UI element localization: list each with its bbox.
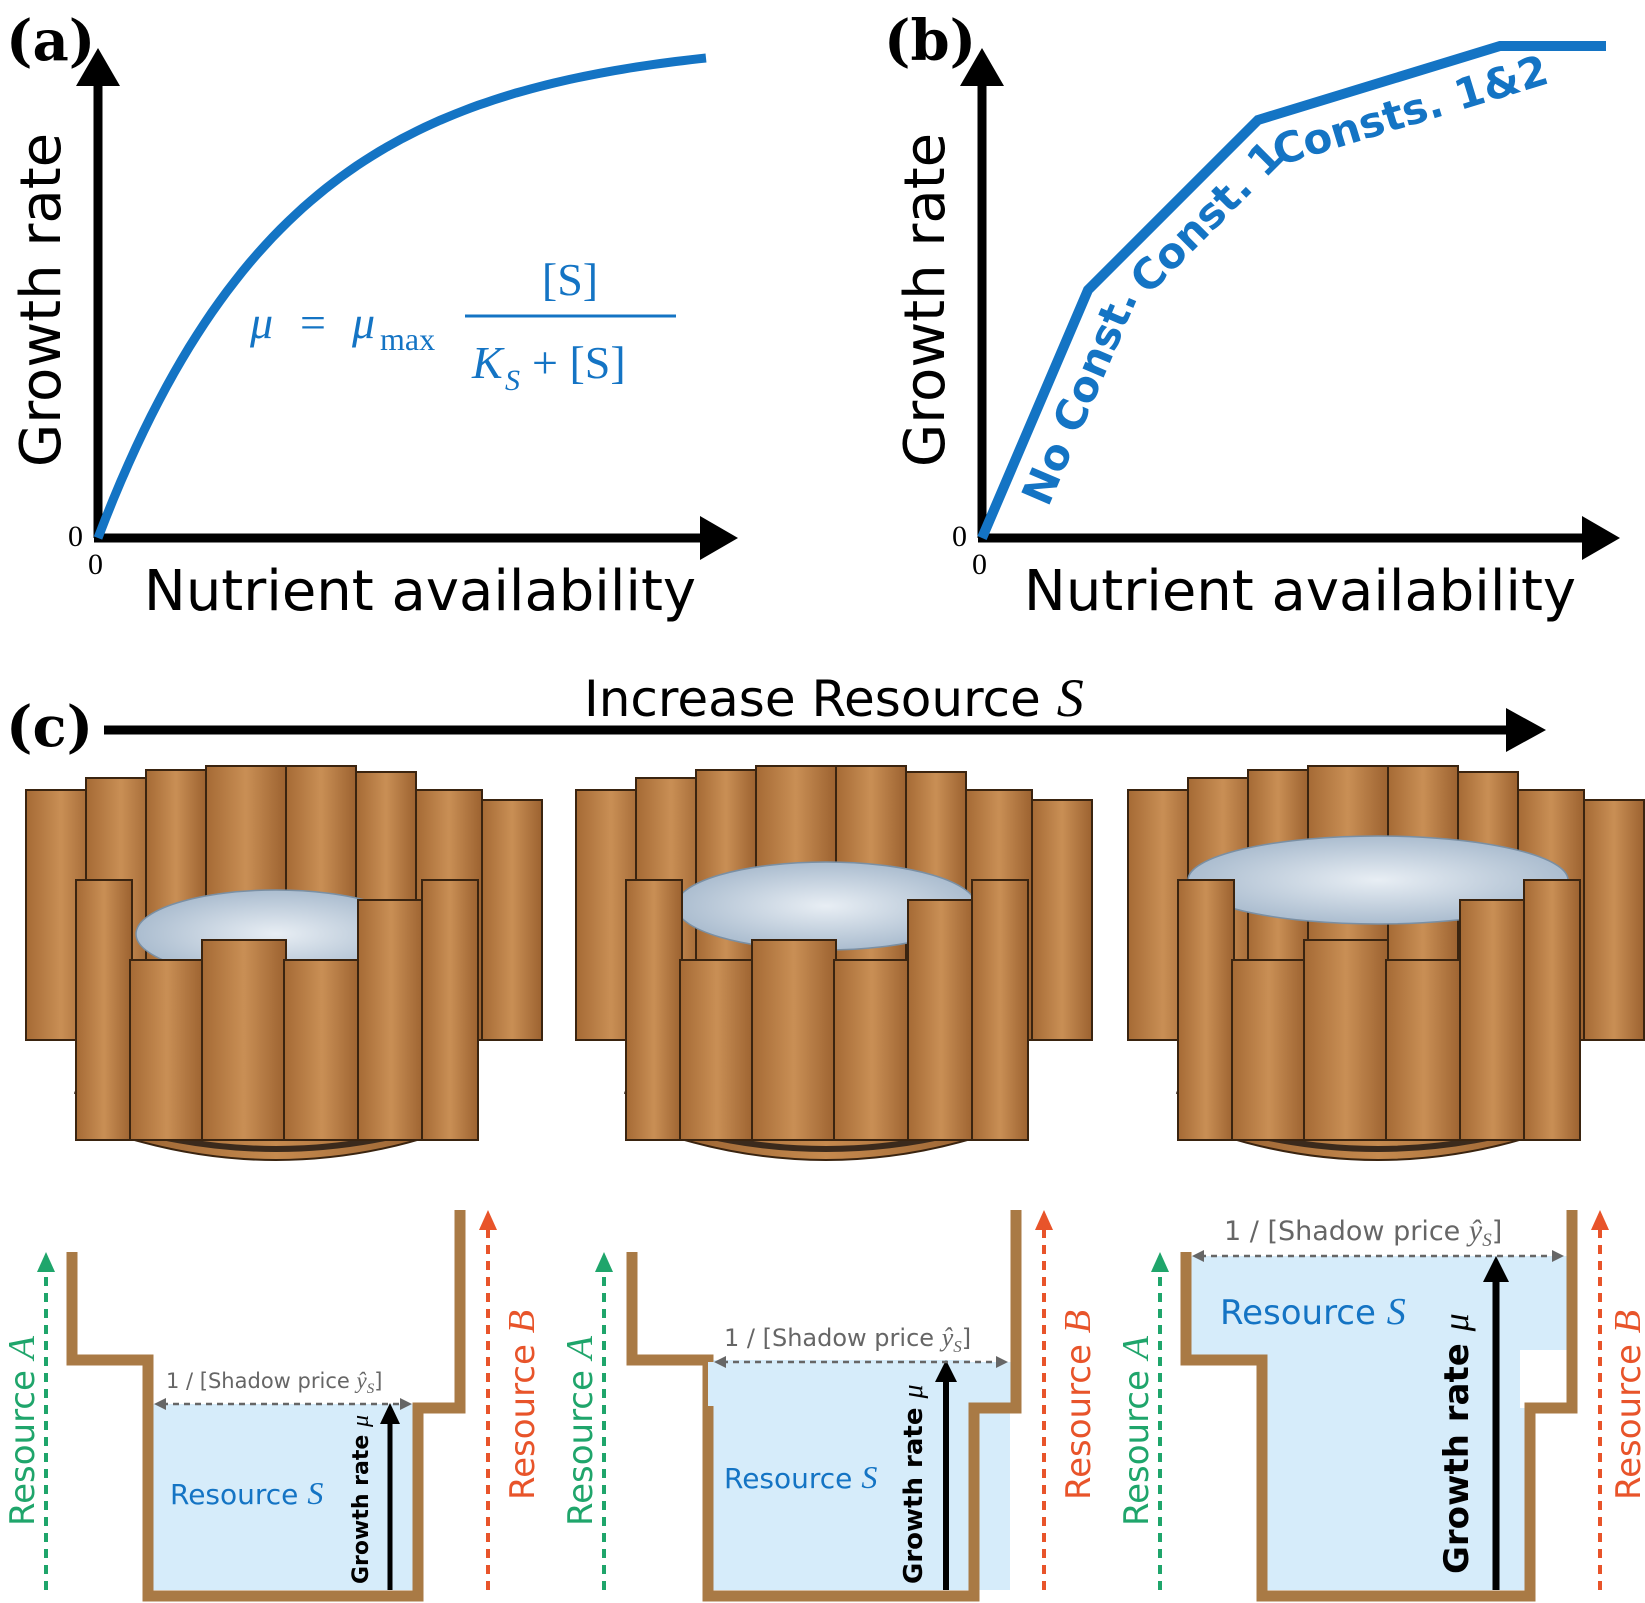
schematic-3-growth-arrowhead [1483, 1256, 1509, 1282]
schematic-3-water-lower [1262, 1350, 1530, 1590]
barrel-front-stave [833, 959, 911, 1141]
panel-c-label: (c) [6, 694, 93, 760]
schematic-1-resource-b-arrowhead [479, 1210, 497, 1230]
panel-a: (a) 0 0 Growth rate Nutrient availabilit… [6, 8, 738, 624]
schematic-1-growth-arrowhead [380, 1403, 400, 1424]
panel-b-y-arrowhead [960, 48, 1004, 86]
barrel-front-stave [1231, 959, 1307, 1141]
barrel-front-stave [283, 959, 361, 1141]
increase-resource-title: Increase Resource S [584, 668, 1084, 728]
schematic-3-growth-label: Growth rate μ [1436, 1313, 1477, 1574]
panel-b-y-zero: 0 [952, 520, 967, 553]
piecewise-growth-curve [977, 41, 1606, 540]
schematic-2: Resource A Resource B Resource S Growth … [559, 1210, 1099, 1602]
eq-lhs: μ [249, 297, 273, 348]
barrel-front-stave [1523, 879, 1581, 1141]
eq-equals: = [300, 297, 326, 348]
barrel-back-stave [1583, 799, 1645, 1041]
panel-b-x-arrowhead [1582, 516, 1620, 560]
eq-den-k: K [471, 337, 505, 388]
panel-a-xlabel: Nutrient availability [144, 559, 696, 624]
schematic-1-growth-label: Growth rate μ [348, 1415, 374, 1584]
schematic-2-resource-b-arrowhead [1035, 1210, 1053, 1230]
barrel-front-stave [421, 879, 479, 1141]
barrel-front-stave [1385, 959, 1463, 1141]
schematic-1-resource-s-label: Resource S [170, 1475, 323, 1511]
schematic-1-resource-a-arrowhead [37, 1252, 55, 1272]
schematic-1: Resource A Resource B Resource S Growth … [1, 1210, 543, 1602]
panel-a-y-arrowhead [76, 48, 120, 86]
barrel-3 [1127, 765, 1645, 1161]
eq-sub: max [380, 321, 435, 357]
monod-equation: μ = μ max [S] K S + [S] [249, 254, 676, 397]
schematic-3-water-upper [1186, 1256, 1568, 1356]
barrel-back-stave [1031, 799, 1093, 1041]
panel-c: (c) Increase Resource S Resource A Resou… [1, 668, 1645, 1602]
barrel-front-stave [1303, 939, 1389, 1141]
segment-const-1: Const. 1 [1120, 131, 1292, 303]
barrel-1 [25, 765, 543, 1161]
schematic-3-resource-a-arrowhead [1151, 1252, 1169, 1272]
barrel-front-stave [679, 959, 755, 1141]
barrel-front-stave [625, 879, 683, 1141]
panel-a-ylabel: Growth rate [9, 133, 74, 467]
schematic-3-shadow-label: 1 / [Shadow price ŷS] [1224, 1214, 1502, 1251]
schematic-3-wall [1180, 1210, 1578, 1602]
segment-consts-1-2: Consts. 1&2 [1267, 45, 1554, 175]
schematic-2-shadow-label: 1 / [Shadow price ŷS] [724, 1323, 971, 1356]
panel-b-label: (b) [884, 8, 976, 74]
barrel-front-stave [1177, 879, 1235, 1141]
barrel-front-stave [751, 939, 837, 1141]
barrel-illustrations [25, 765, 1645, 1161]
schematic-1-shadow-label: 1 / [Shadow price ŷS] [166, 1368, 382, 1397]
schematic-3-resource-b-arrowhead [1591, 1210, 1609, 1230]
barrel-front-stave [75, 879, 133, 1141]
panel-b: (b) 0 0 Growth rate Nutrient availabilit… [884, 8, 1620, 624]
barrel-front-stave [1459, 899, 1527, 1141]
eq-numerator: [S] [542, 254, 598, 305]
schematic-1-wall [66, 1210, 466, 1602]
panel-b-xlabel: Nutrient availability [1024, 559, 1576, 624]
schematic-3: Resource A Resource B Resource S Growth … [1115, 1210, 1645, 1602]
barrel-front-stave [129, 959, 205, 1141]
schematic-2-growth-label: Growth rate μ [898, 1384, 929, 1584]
panel-a-x-arrowhead [700, 516, 738, 560]
panel-b-ylabel: Growth rate [893, 133, 958, 467]
panel-a-y-zero: 0 [68, 520, 83, 553]
schematic-2-resource-b-label: Resource B [1057, 1310, 1099, 1500]
schematic-2-resource-a-label: Resource A [559, 1335, 601, 1526]
eq-mu: μ [351, 297, 375, 348]
saturating-growth-curve [93, 53, 707, 540]
schematic-3-resource-s-label: Resource S [1220, 1291, 1406, 1333]
barrel-front-stave [201, 939, 287, 1141]
increase-arrow-head [1506, 708, 1546, 752]
schematic-3-resource-b-label: Resource B [1607, 1310, 1645, 1500]
barrel-front-stave [971, 879, 1029, 1141]
schematic-1-resource-a-label: Resource A [1, 1335, 43, 1526]
schematic-2-resource-a-arrowhead [595, 1252, 613, 1272]
panel-a-x-zero: 0 [88, 548, 103, 581]
barrel-back-stave [481, 799, 543, 1041]
barrel-schematics: Resource A Resource B Resource S Growth … [1, 1210, 1645, 1602]
barrel-front-stave [907, 899, 975, 1141]
eq-den-sub: S [505, 364, 520, 397]
barrel-2 [575, 765, 1093, 1161]
eq-den-rest: + [S] [532, 337, 626, 388]
panel-b-x-zero: 0 [972, 548, 987, 581]
schematic-3-resource-a-label: Resource A [1115, 1335, 1157, 1526]
schematic-1-resource-b-label: Resource B [501, 1310, 543, 1500]
schematic-2-resource-s-label: Resource S [724, 1459, 877, 1495]
panel-a-label: (a) [6, 8, 95, 74]
barrel-front-stave [357, 899, 425, 1141]
schematic-2-growth-arrowhead [935, 1360, 957, 1382]
schematic-1-water [148, 1404, 418, 1590]
